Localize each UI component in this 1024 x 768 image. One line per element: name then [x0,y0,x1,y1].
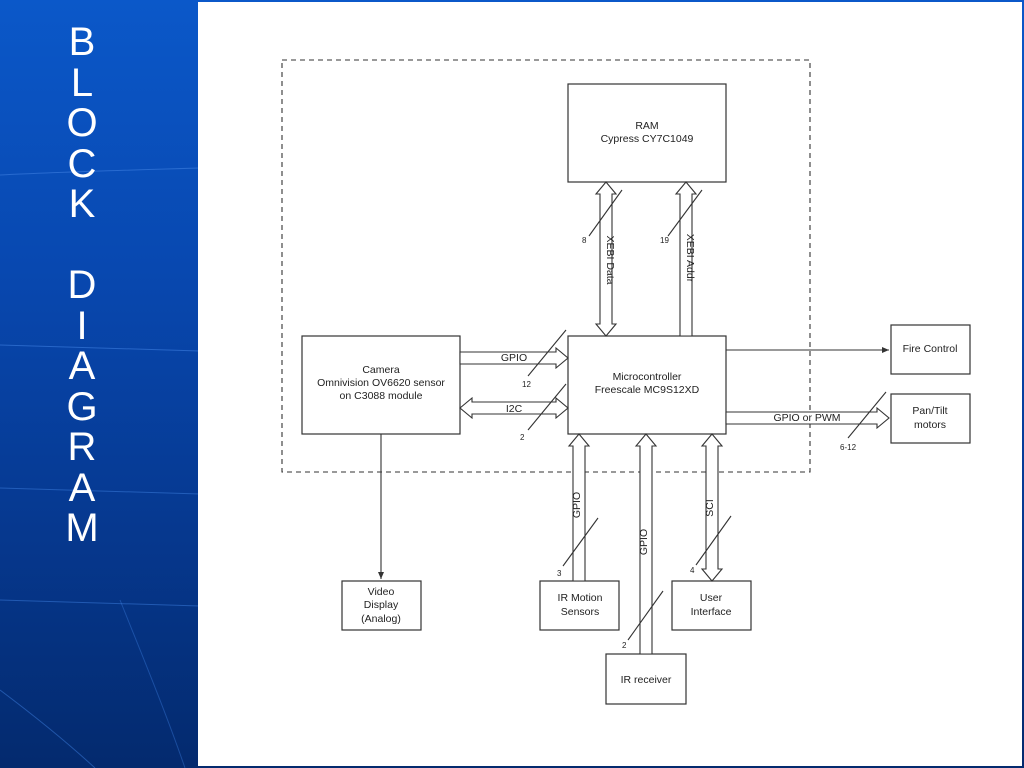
xebi-addr-label: XEBI Addr [684,234,696,283]
title-letter: R [67,425,97,469]
slide-title: B L O C K D I A G R A M [0,22,164,549]
camera-gpio-count: 12 [522,380,531,389]
camera-block: Camera Omnivision OV6620 sensor on C3088… [301,335,461,435]
diagram-panel: RAM Cypress CY7C1049 Camera Omnivision O… [198,2,1022,766]
xebi-data-count: 8 [582,236,587,245]
fire-control-block: Fire Control [890,324,971,375]
ir-receiver-label: IR receiver [621,674,672,686]
ir-motion-gpio-label: GPIO [571,492,583,518]
title-letter: O [66,101,98,145]
xebi-addr-bus: 19 XEBI Addr [660,181,703,337]
title-letter: C [67,141,97,186]
camera-i2c-label: I2C [506,403,523,415]
ir-receiver-gpio-bus: 2 GPIO [622,433,664,655]
title-letter: A [68,465,96,510]
pan-tilt-bus: 6-12 GPIO or PWM [725,391,890,452]
ram-label-line2: Cypress CY7C1049 [601,133,694,145]
title-letter: D [67,263,97,307]
pan-tilt-count: 6-12 [840,443,857,452]
microcontroller-block: Microcontroller Freescale MC9S12XD [567,335,727,435]
pan-tilt-block: Pan/Tilt motors [890,393,971,444]
title-letter: K [68,182,96,226]
ui-label-line2: Interface [691,606,732,618]
camera-i2c-count: 2 [520,433,525,442]
ir-receiver-gpio-count: 2 [622,641,627,650]
pan-tilt-bus-label: GPIO or PWM [773,412,840,424]
ir-motion-sensors-block: IR Motion Sensors [539,580,620,631]
title-letter: A [68,344,96,388]
pan-tilt-label-line2: motors [914,419,946,431]
video-label-line2: Display [364,599,399,611]
camera-label-line2: Omnivision OV6620 sensor [317,377,445,389]
camera-i2c-bus: 2 I2C [459,383,569,442]
pan-tilt-label-line1: Pan/Tilt [912,405,947,417]
camera-gpio-bus: 12 GPIO [459,329,569,389]
title-letter: I [76,303,88,348]
camera-gpio-label: GPIO [501,352,527,364]
user-interface-block: User Interface [671,580,752,631]
title-letter: M [65,506,99,550]
ui-label-line1: User [700,592,723,604]
camera-label-line3: on C3088 module [340,390,423,402]
ir-motion-label-line1: IR Motion [558,592,603,604]
sci-bus: 4 SCI [690,433,732,582]
video-label-line3: (Analog) [361,613,401,625]
block-diagram: RAM Cypress CY7C1049 Camera Omnivision O… [281,59,971,705]
ram-block: RAM Cypress CY7C1049 [567,83,727,183]
fire-control-label: Fire Control [903,343,958,355]
ir-motion-label-line2: Sensors [561,606,600,618]
system-boundary [281,59,811,473]
micro-label-line2: Freescale MC9S12XD [595,384,700,396]
video-label-line1: Video [368,586,395,598]
ir-motion-gpio-bus: 3 GPIO [557,433,599,582]
ir-receiver-gpio-label: GPIO [638,529,650,555]
camera-label-line1: Camera [362,364,400,376]
video-display-block: Video Display (Analog) [341,580,422,631]
ir-motion-gpio-count: 3 [557,569,562,578]
xebi-data-label: XEBI Data [604,235,616,284]
ram-label-line1: RAM [635,120,658,132]
title-letter: L [70,60,94,105]
xebi-addr-count: 19 [660,236,669,245]
ir-receiver-block: IR receiver [605,653,687,705]
title-letter: G [66,384,98,429]
sci-count: 4 [690,566,695,575]
xebi-data-bus: 8 XEBI Data [582,181,623,337]
title-letter: B [68,20,96,64]
sci-label: SCI [704,499,716,517]
micro-label-line1: Microcontroller [613,371,682,383]
